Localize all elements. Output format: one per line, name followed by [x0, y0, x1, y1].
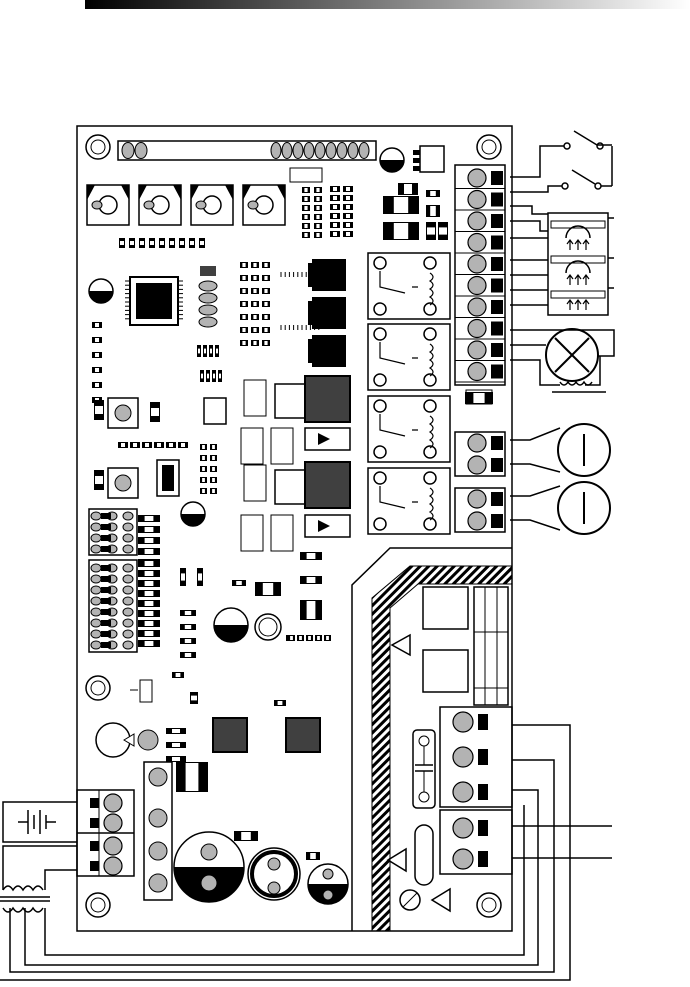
- indicator: [96, 680, 158, 757]
- battery-icon: [3, 802, 77, 842]
- relays: [368, 253, 450, 534]
- terminal-blocks-motor: [455, 432, 505, 532]
- lamp-icon: [510, 329, 614, 392]
- potentiometers: [87, 185, 285, 225]
- power-transistors: [213, 259, 350, 752]
- photocell-icon: [510, 206, 614, 315]
- switch-icon: [510, 170, 612, 192]
- crystal: [199, 266, 217, 327]
- pin-header: [118, 141, 376, 160]
- terminal-block-left: [77, 790, 134, 876]
- transformer-icon: [0, 846, 77, 912]
- terminal-block-right: [455, 165, 505, 404]
- warning-triangle-icon: [432, 889, 450, 911]
- warning-triangle-icon: [392, 635, 410, 655]
- header-bar: [85, 0, 690, 9]
- warning-triangle-icon: [388, 849, 406, 871]
- fuse-icon: [415, 825, 433, 885]
- terminal-block-lower-right: [440, 707, 512, 874]
- motor-icon: [510, 482, 610, 534]
- control-board: [77, 126, 512, 931]
- dip-arrays: [89, 509, 137, 652]
- microcontroller: [125, 272, 319, 330]
- motor-icon: [510, 424, 610, 476]
- switch-icon: [510, 131, 612, 186]
